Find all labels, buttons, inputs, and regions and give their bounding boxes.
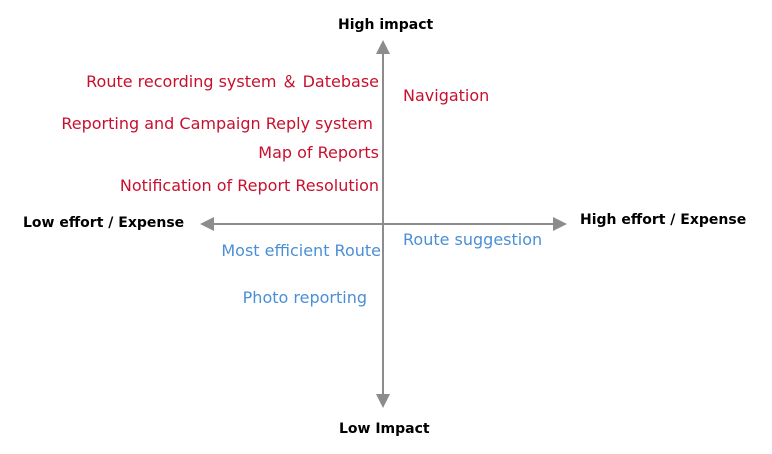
arrow-right-icon	[553, 217, 567, 231]
item-reporting-campaign-reply-system: Reporting and Campaign Reply system	[61, 114, 373, 133]
item-notification-report-resolution: Notification of Report Resolution	[119, 176, 379, 195]
axis-label-right: High effort / Expense	[580, 212, 747, 228]
arrow-down-icon	[376, 394, 390, 408]
item-most-efficient-route: Most efficient Route	[221, 241, 381, 260]
axis-label-left: Low effort / Expense	[23, 215, 185, 231]
item-map-of-reports: Map of Reports	[258, 143, 379, 162]
item-navigation: Navigation	[403, 86, 490, 105]
item-route-recording-system: Route recording system ＆ Datebase	[86, 72, 379, 91]
axis-label-bottom: Low Impact	[339, 421, 430, 437]
item-photo-reporting: Photo reporting	[242, 288, 367, 307]
arrow-left-icon	[200, 217, 214, 231]
arrow-up-icon	[376, 40, 390, 54]
axis-label-top: High impact	[338, 17, 434, 33]
item-route-suggestion: Route suggestion	[403, 230, 543, 249]
